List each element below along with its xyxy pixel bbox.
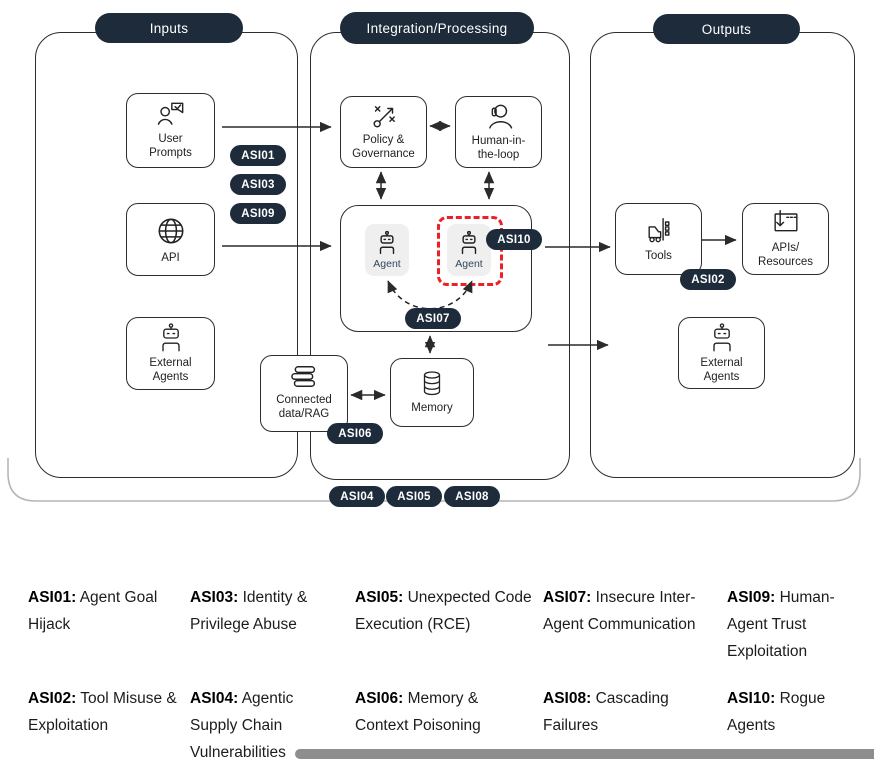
legend-item-asi06: ASI06: Memory & Context Poisoning: [355, 686, 543, 761]
node-tools: Tools: [615, 203, 702, 275]
node-label-user-prompts: User Prompts: [149, 133, 192, 159]
node-external-agents-in: External Agents: [126, 317, 215, 390]
badge-asi03: ASI03: [230, 174, 286, 195]
node-label-memory: Memory: [411, 402, 453, 415]
node-label-api: API: [161, 252, 180, 265]
legend-code: ASI10:: [727, 689, 776, 707]
processing-header-pill: Integration/Processing: [340, 12, 534, 44]
robot-icon: [456, 230, 482, 256]
legend-text: Rogue Agents: [727, 689, 826, 734]
legend-code: ASI02:: [28, 689, 77, 707]
node-label-connected-data: Connected data/RAG: [276, 394, 332, 420]
database-icon: [417, 369, 447, 399]
legend-text: Insecure Inter-Agent Communication: [543, 589, 696, 633]
node-api: API: [126, 203, 215, 276]
legend-code: ASI05:: [355, 589, 404, 606]
node-label-tools: Tools: [645, 249, 672, 262]
badge-asi08: ASI08: [444, 486, 500, 507]
globe-icon: [153, 213, 189, 249]
legend-code: ASI08:: [543, 689, 592, 707]
node-label-external-agents-in: External Agents: [149, 357, 192, 383]
horizontal-scrollbar-thumb[interactable]: [295, 749, 874, 759]
legend-text: Cascading Failures: [543, 689, 669, 734]
agent-2-label: Agent: [455, 258, 483, 270]
outputs-header-pill: Outputs: [653, 14, 800, 44]
threat-legend: ASI01: Agent Goal Hijack ASI03: Identity…: [28, 585, 874, 761]
node-external-agents-out: External Agents: [678, 317, 765, 389]
legend-code: ASI03:: [190, 589, 239, 606]
legend-code: ASI01:: [28, 589, 77, 606]
legend-text: Identity & Privilege Abuse: [190, 589, 308, 633]
legend-text: Tool Misuse & Exploitation: [28, 689, 177, 734]
robot-icon: [706, 322, 738, 354]
legend-text: Agentic Supply Chain Vulnerabilities: [190, 689, 294, 761]
node-agent-2: Agent: [447, 224, 491, 276]
strategy-icon: [367, 103, 401, 131]
browser-download-icon: [769, 209, 803, 239]
legend-item-asi04: ASI04: Agentic Supply Chain Vulnerabilit…: [190, 686, 355, 761]
badge-asi10: ASI10: [486, 229, 542, 250]
legend-item-asi08: ASI08: Cascading Failures: [543, 686, 727, 761]
node-label-policy: Policy & Governance: [352, 133, 415, 160]
legend-code: ASI07:: [543, 589, 592, 606]
books-icon: [285, 365, 323, 391]
node-apis-resources: APIs/ Resources: [742, 203, 829, 275]
legend-item-asi10: ASI10: Rogue Agents: [727, 686, 874, 761]
node-connected-data-rag: Connected data/RAG: [260, 355, 348, 432]
inputs-header-label: Inputs: [149, 20, 189, 36]
legend-item-asi01: ASI01: Agent Goal Hijack: [28, 585, 190, 666]
legend-code: ASI06:: [355, 689, 404, 707]
node-label-external-agents-out: External Agents: [700, 356, 743, 383]
human-headset-icon: [482, 102, 516, 132]
forklift-icon: [641, 215, 677, 247]
badge-asi01: ASI01: [230, 145, 286, 166]
user-prompts-icon: [154, 100, 188, 130]
badge-asi07: ASI07: [405, 308, 461, 329]
legend-text: Human-Agent Trust Exploitation: [727, 589, 835, 660]
legend-item-asi07: ASI07: Insecure Inter-Agent Communicatio…: [543, 585, 727, 666]
node-human-in-the-loop: Human-in- the-loop: [455, 96, 542, 168]
legend-item-asi05: ASI05: Unexpected Code Execution (RCE): [355, 585, 543, 666]
robot-icon: [155, 322, 187, 354]
badge-asi02: ASI02: [680, 269, 736, 290]
legend-text: Memory & Context Poisoning: [355, 689, 481, 734]
node-agent-1: Agent: [365, 224, 409, 276]
legend-text: Unexpected Code Execution (RCE): [355, 589, 532, 633]
node-policy-governance: Policy & Governance: [340, 96, 427, 168]
node-user-prompts: User Prompts: [126, 93, 215, 168]
badge-asi04: ASI04: [329, 486, 385, 507]
rogue-agent-highlight: [437, 216, 503, 286]
node-label-apis-resources: APIs/ Resources: [758, 241, 813, 268]
robot-icon: [374, 230, 400, 256]
agent-1-label: Agent: [373, 258, 401, 270]
legend-code: ASI09:: [727, 589, 776, 606]
badge-asi05: ASI05: [386, 486, 442, 507]
badge-asi09: ASI09: [230, 203, 286, 224]
badge-asi06: ASI06: [327, 423, 383, 444]
legend-code: ASI04:: [190, 689, 239, 707]
outputs-header-label: Outputs: [701, 21, 752, 37]
processing-header-label: Integration/Processing: [366, 20, 508, 36]
node-label-hitl: Human-in- the-loop: [471, 134, 526, 161]
legend-item-asi02: ASI02: Tool Misuse & Exploitation: [28, 686, 190, 761]
inputs-header-pill: Inputs: [95, 13, 243, 43]
legend-text: Agent Goal Hijack: [28, 589, 158, 633]
node-memory: Memory: [390, 358, 474, 427]
legend-item-asi09: ASI09: Human-Agent Trust Exploitation: [727, 585, 874, 666]
legend-item-asi03: ASI03: Identity & Privilege Abuse: [190, 585, 355, 666]
